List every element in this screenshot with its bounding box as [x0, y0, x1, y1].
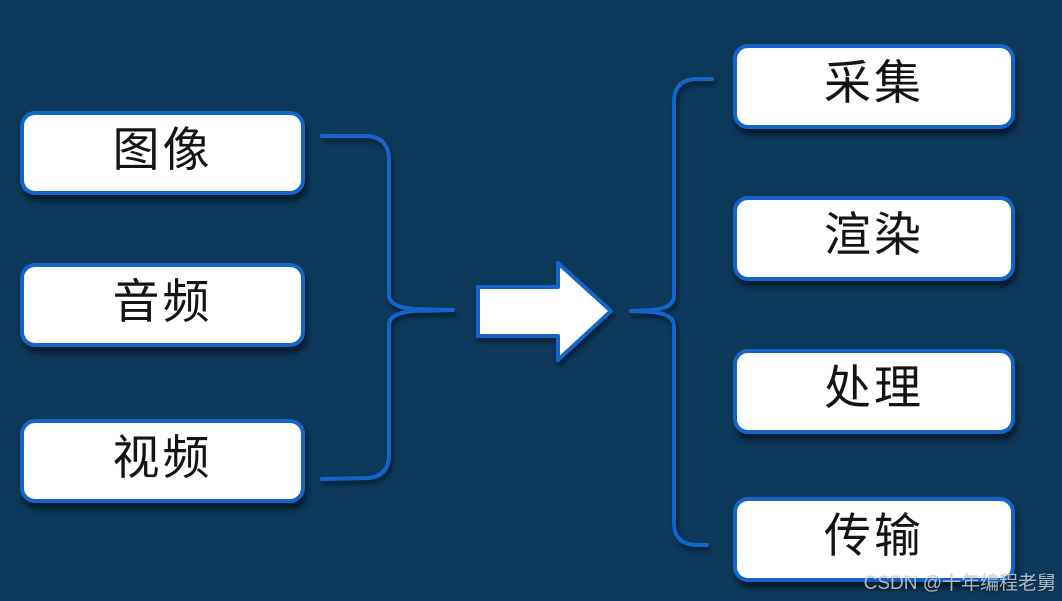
node-transmit-label: 传输 — [824, 511, 924, 563]
node-process: 处理 — [733, 349, 1015, 434]
watermark: CSDN @十年编程老舅 — [863, 573, 1056, 594]
node-video: 视频 — [20, 419, 305, 503]
node-video-label: 视频 — [112, 432, 213, 485]
node-render-label: 渲染 — [824, 210, 924, 262]
node-audio-label: 音频 — [112, 276, 213, 329]
node-render: 渲染 — [733, 196, 1015, 281]
right-arrow-icon — [476, 261, 613, 362]
node-image-label: 图像 — [112, 124, 213, 177]
left-brace-icon — [320, 134, 455, 481]
node-audio: 音频 — [20, 263, 305, 347]
node-process-label: 处理 — [824, 363, 924, 415]
node-transmit: 传输 — [733, 497, 1015, 582]
node-image: 图像 — [20, 111, 305, 195]
right-brace-icon — [629, 77, 714, 547]
node-capture: 采集 — [733, 44, 1015, 129]
node-capture-label: 采集 — [824, 58, 924, 110]
